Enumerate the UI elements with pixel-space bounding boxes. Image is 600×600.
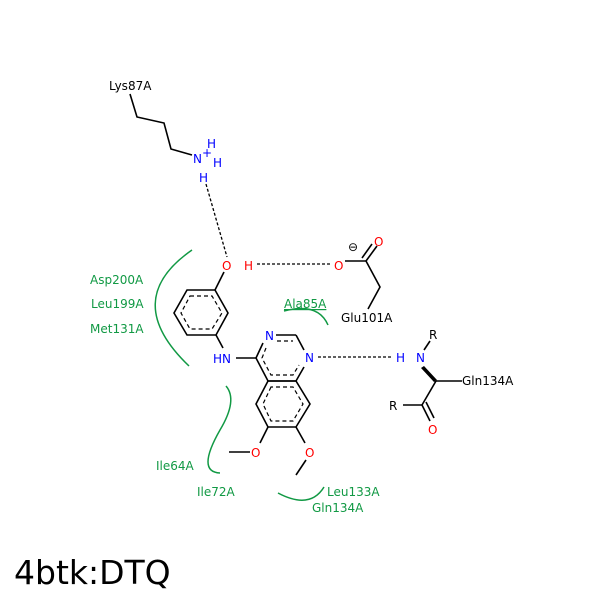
h-atom: H — [199, 171, 208, 185]
hydrophobic-arc-asp-leu-met — [154, 249, 193, 367]
lys87-label: Lys87A — [109, 79, 152, 93]
r-group: R — [429, 328, 437, 342]
diagram-title: 4btk:DTQ — [14, 553, 171, 592]
glu101-label: Glu101A — [341, 311, 393, 325]
o-atom: O — [374, 235, 383, 249]
o-atom-hydroxyl: O — [222, 259, 231, 273]
o-minus-atom: O — [334, 259, 343, 273]
leu133-label: Leu133A — [327, 485, 380, 499]
glu101-residue: O ⊖ O Glu101A — [334, 235, 393, 325]
h-atom: H — [207, 137, 216, 151]
h-atom: H — [213, 156, 222, 170]
bond — [365, 245, 378, 262]
n1-atom: N — [305, 351, 314, 365]
met131-label: Met131A — [90, 322, 144, 336]
hydrophobic-arc-ala85 — [283, 307, 329, 326]
gln134-hydrophobic-label: Gln134A — [312, 501, 364, 515]
hbond-lys-o — [205, 183, 228, 258]
hydrophobic-arc-ile — [207, 385, 232, 474]
minus-charge-icon: ⊖ — [348, 240, 358, 254]
h-atom-hydroxyl: H — [244, 259, 253, 273]
h-atom: H — [396, 351, 405, 365]
ile72-label: Ile72A — [197, 485, 236, 499]
hydrophobic-arc-leu-gln — [277, 486, 325, 501]
hn-atom: HN — [213, 352, 231, 366]
n-plus-atom: N — [193, 152, 202, 166]
o-atom-methoxy: O — [251, 446, 260, 460]
bond — [361, 243, 373, 259]
ala85-label: Ala85A — [284, 297, 327, 311]
lys87-residue: Lys87A N + H H H — [109, 79, 222, 185]
plus-charge: + — [202, 146, 212, 160]
quinazoline-ring — [229, 334, 311, 476]
lys-chain-bond — [129, 93, 193, 156]
leu199-label: Leu199A — [91, 297, 144, 311]
gln134-backbone: H N R Gln134A R O — [389, 328, 514, 437]
ile64-label: Ile64A — [156, 459, 195, 473]
gln134-label: Gln134A — [462, 374, 514, 388]
r-group: R — [389, 399, 397, 413]
n3-atom: N — [265, 329, 274, 343]
glu-chain-bond — [365, 260, 381, 310]
o-atom-carbonyl: O — [428, 423, 437, 437]
phenyl-ring — [173, 271, 229, 349]
n-atom: N — [416, 351, 425, 365]
asp200-label: Asp200A — [90, 273, 144, 287]
o-atom-methoxy: O — [305, 446, 314, 460]
